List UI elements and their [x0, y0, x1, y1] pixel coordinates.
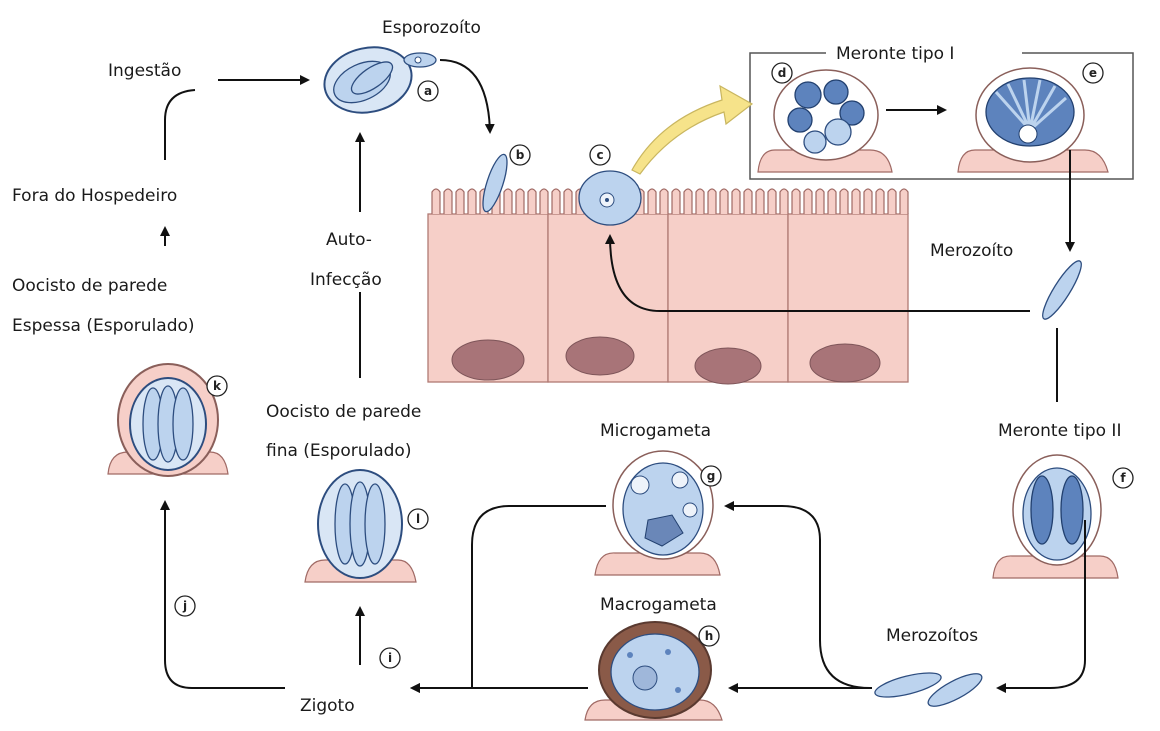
microvillus	[804, 189, 812, 214]
microvillus	[780, 189, 788, 214]
microvillus	[756, 189, 764, 214]
microvillus	[708, 189, 716, 214]
label-auto: Auto-	[326, 230, 372, 250]
microvillus	[468, 189, 476, 214]
label-infeccao: Infecção	[310, 270, 382, 290]
tag-f: f	[1113, 468, 1133, 488]
svg-text:b: b	[516, 148, 525, 162]
microvillus	[504, 189, 512, 214]
microvilli-row	[432, 189, 908, 214]
label-fora-hospedeiro: Fora do Hospedeiro	[12, 186, 177, 206]
trophozoite	[579, 171, 641, 225]
arrow-micro-to-zygote	[412, 506, 606, 688]
microvillus	[840, 189, 848, 214]
microvillus	[684, 189, 692, 214]
microvillus	[744, 189, 752, 214]
microvillus	[432, 189, 440, 214]
merozoite	[1037, 257, 1087, 323]
svg-text:e: e	[1089, 66, 1097, 80]
tag-b: b	[510, 145, 530, 165]
host-nucleus	[695, 348, 761, 384]
microgamont	[595, 451, 720, 575]
microvillus	[864, 189, 872, 214]
svg-text:h: h	[705, 629, 714, 643]
microvillus	[444, 189, 452, 214]
arrow-zygote-to-thick	[165, 502, 285, 688]
microvillus	[672, 189, 680, 214]
label-esporozoito: Esporozoíto	[382, 18, 481, 38]
microvillus	[732, 189, 740, 214]
microvillus	[828, 189, 836, 214]
label-merozoito: Merozoíto	[930, 241, 1013, 261]
oocyst-sporozoites	[318, 40, 436, 121]
label-oocisto-espesso-2: Espessa (Esporulado)	[12, 316, 195, 336]
host-nucleus	[810, 344, 880, 382]
svg-text:l: l	[416, 512, 420, 526]
microvillus	[720, 189, 728, 214]
highlight-arrow	[632, 86, 752, 174]
microvillus	[552, 189, 560, 214]
label-oocisto-espesso-1: Oocisto de parede	[12, 276, 167, 296]
microvillus	[768, 189, 776, 214]
arrow-to-microgamete	[726, 506, 870, 688]
microvillus	[852, 189, 860, 214]
tag-j: j	[175, 596, 195, 616]
label-macrogameta: Macrogameta	[600, 595, 717, 615]
svg-text:i: i	[388, 651, 392, 665]
host-epithelium	[428, 189, 908, 384]
label-oocisto-fino-2: fina (Esporulado)	[266, 441, 411, 461]
microvillus	[696, 189, 704, 214]
svg-text:a: a	[424, 84, 432, 98]
host-nucleus	[566, 337, 634, 375]
microvillus	[888, 189, 896, 214]
label-microgameta: Microgameta	[600, 421, 711, 441]
svg-text:k: k	[213, 379, 222, 393]
label-zigoto: Zigoto	[300, 696, 355, 716]
tag-c: c	[590, 145, 610, 165]
microvillus	[648, 189, 656, 214]
tag-l: l	[408, 509, 428, 529]
tag-g: g	[701, 466, 721, 486]
tag-h: h	[699, 626, 719, 646]
microvillus	[540, 189, 548, 214]
tag-i: i	[380, 648, 400, 668]
label-meronte-1: Meronte tipo I	[836, 44, 954, 64]
svg-text:c: c	[596, 148, 603, 162]
arrow-sporozoite-release	[440, 60, 490, 132]
microvillus	[516, 189, 524, 214]
host-nucleus	[452, 340, 524, 380]
svg-text:f: f	[1120, 471, 1126, 485]
tag-e: e	[1083, 63, 1103, 83]
svg-text:d: d	[778, 66, 787, 80]
microvillus	[816, 189, 824, 214]
label-oocisto-fino-1: Oocisto de parede	[266, 402, 421, 422]
label-ingestao: Ingestão	[108, 61, 181, 81]
microvillus	[792, 189, 800, 214]
microvillus	[660, 189, 668, 214]
thin-walled-oocyst	[305, 470, 416, 582]
microvillus	[900, 189, 908, 214]
svg-text:g: g	[707, 469, 716, 483]
tag-k: k	[207, 376, 227, 396]
meront-type-2	[993, 455, 1118, 578]
microvillus	[564, 189, 572, 214]
microvillus	[876, 189, 884, 214]
label-meronte-2: Meronte tipo II	[998, 421, 1121, 441]
arrow-out-host	[165, 90, 195, 160]
label-merozoitos: Merozoítos	[886, 626, 978, 646]
microvillus	[456, 189, 464, 214]
tag-a: a	[418, 81, 438, 101]
svg-text:j: j	[182, 599, 187, 613]
microvillus	[528, 189, 536, 214]
merozoites-pair	[873, 668, 986, 712]
tag-d: d	[772, 63, 792, 83]
